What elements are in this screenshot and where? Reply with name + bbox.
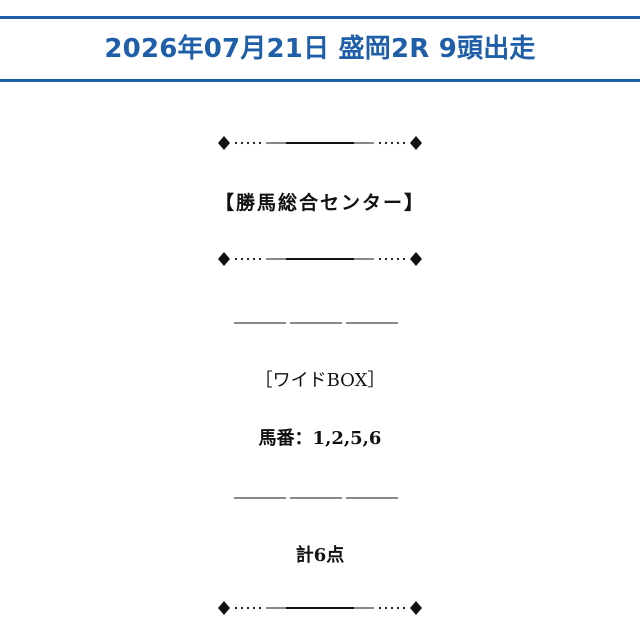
title-header: 2026年07月21日 盛岡2R 9頭出走	[0, 16, 640, 82]
diamond-ornament-icon	[210, 247, 430, 271]
total-points-label: 計6点	[295, 545, 345, 566]
diamond-ornament-icon	[210, 596, 430, 620]
triple-line-divider-icon	[234, 312, 398, 324]
diamond-ornament-icon	[210, 131, 430, 155]
horse-numbers-label: 馬番：1,2,5,6	[258, 428, 382, 449]
page-title: 2026年07月21日 盛岡2R 9頭出走	[104, 34, 536, 64]
bet-type-label: ［ワイドBOX］	[254, 370, 386, 391]
triple-line-divider-icon	[234, 487, 398, 499]
center-name-label: 【勝馬総合センター】	[214, 192, 425, 214]
